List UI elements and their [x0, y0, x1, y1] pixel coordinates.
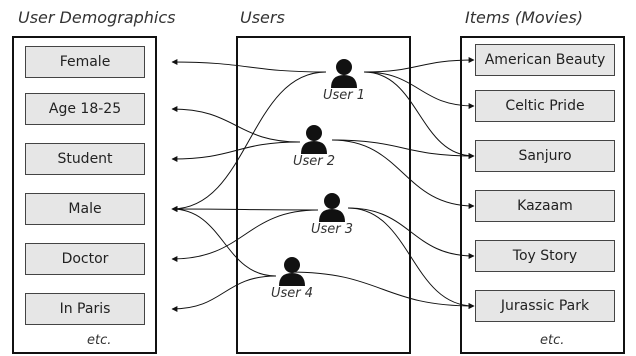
edge-user-demographic [171, 141, 301, 162]
demographics-title: User Demographics [18, 8, 176, 27]
user-node: User 3 [302, 192, 362, 237]
user-node: User 2 [284, 124, 344, 169]
edge-user-demographic [171, 275, 277, 312]
edge-user-item [363, 57, 475, 73]
user-icon [319, 193, 345, 222]
demographic-box: Student [25, 143, 145, 175]
items-title: Items (Movies) [465, 8, 584, 27]
demographic-box: In Paris [25, 293, 145, 325]
demographic-box: Male [25, 193, 145, 225]
user-node: User 1 [314, 58, 374, 103]
user-label: User 4 [270, 286, 314, 301]
user-icon [301, 125, 327, 154]
edge-user-item [363, 71, 475, 109]
edge-user-demographic [171, 106, 301, 143]
edge-user-item [331, 139, 475, 209]
edge-user-item [347, 207, 475, 259]
edge-user-demographic [171, 71, 327, 212]
edge-user-demographic [171, 206, 319, 213]
edge-user-item [347, 207, 475, 309]
user-label: User 2 [292, 154, 336, 169]
users-title: Users [240, 8, 285, 27]
edge-user-item [289, 271, 475, 309]
item-box: Kazaam [475, 190, 615, 222]
user-node: User 4 [262, 256, 322, 301]
item-box: Jurassic Park [475, 290, 615, 322]
demographic-box: Doctor [25, 243, 145, 275]
items-etc: etc. [540, 333, 565, 348]
demographic-box: Female [25, 46, 145, 78]
item-box: Celtic Pride [475, 90, 615, 122]
demographic-box: Age 18-25 [25, 93, 145, 125]
user-icon [279, 257, 305, 286]
edge-user-demographic [171, 209, 319, 262]
item-box: Sanjuro [475, 140, 615, 172]
edge-user-item [331, 139, 475, 159]
user-label: User 1 [322, 88, 366, 103]
edge-user-item [363, 71, 475, 159]
item-box: American Beauty [475, 44, 615, 76]
user-icon [331, 59, 357, 88]
users-panel [236, 36, 411, 354]
user-label: User 3 [310, 222, 354, 237]
demographics-etc: etc. [87, 333, 112, 348]
edge-user-demographic [171, 59, 327, 73]
edge-user-demographic [171, 206, 277, 277]
item-box: Toy Story [475, 240, 615, 272]
